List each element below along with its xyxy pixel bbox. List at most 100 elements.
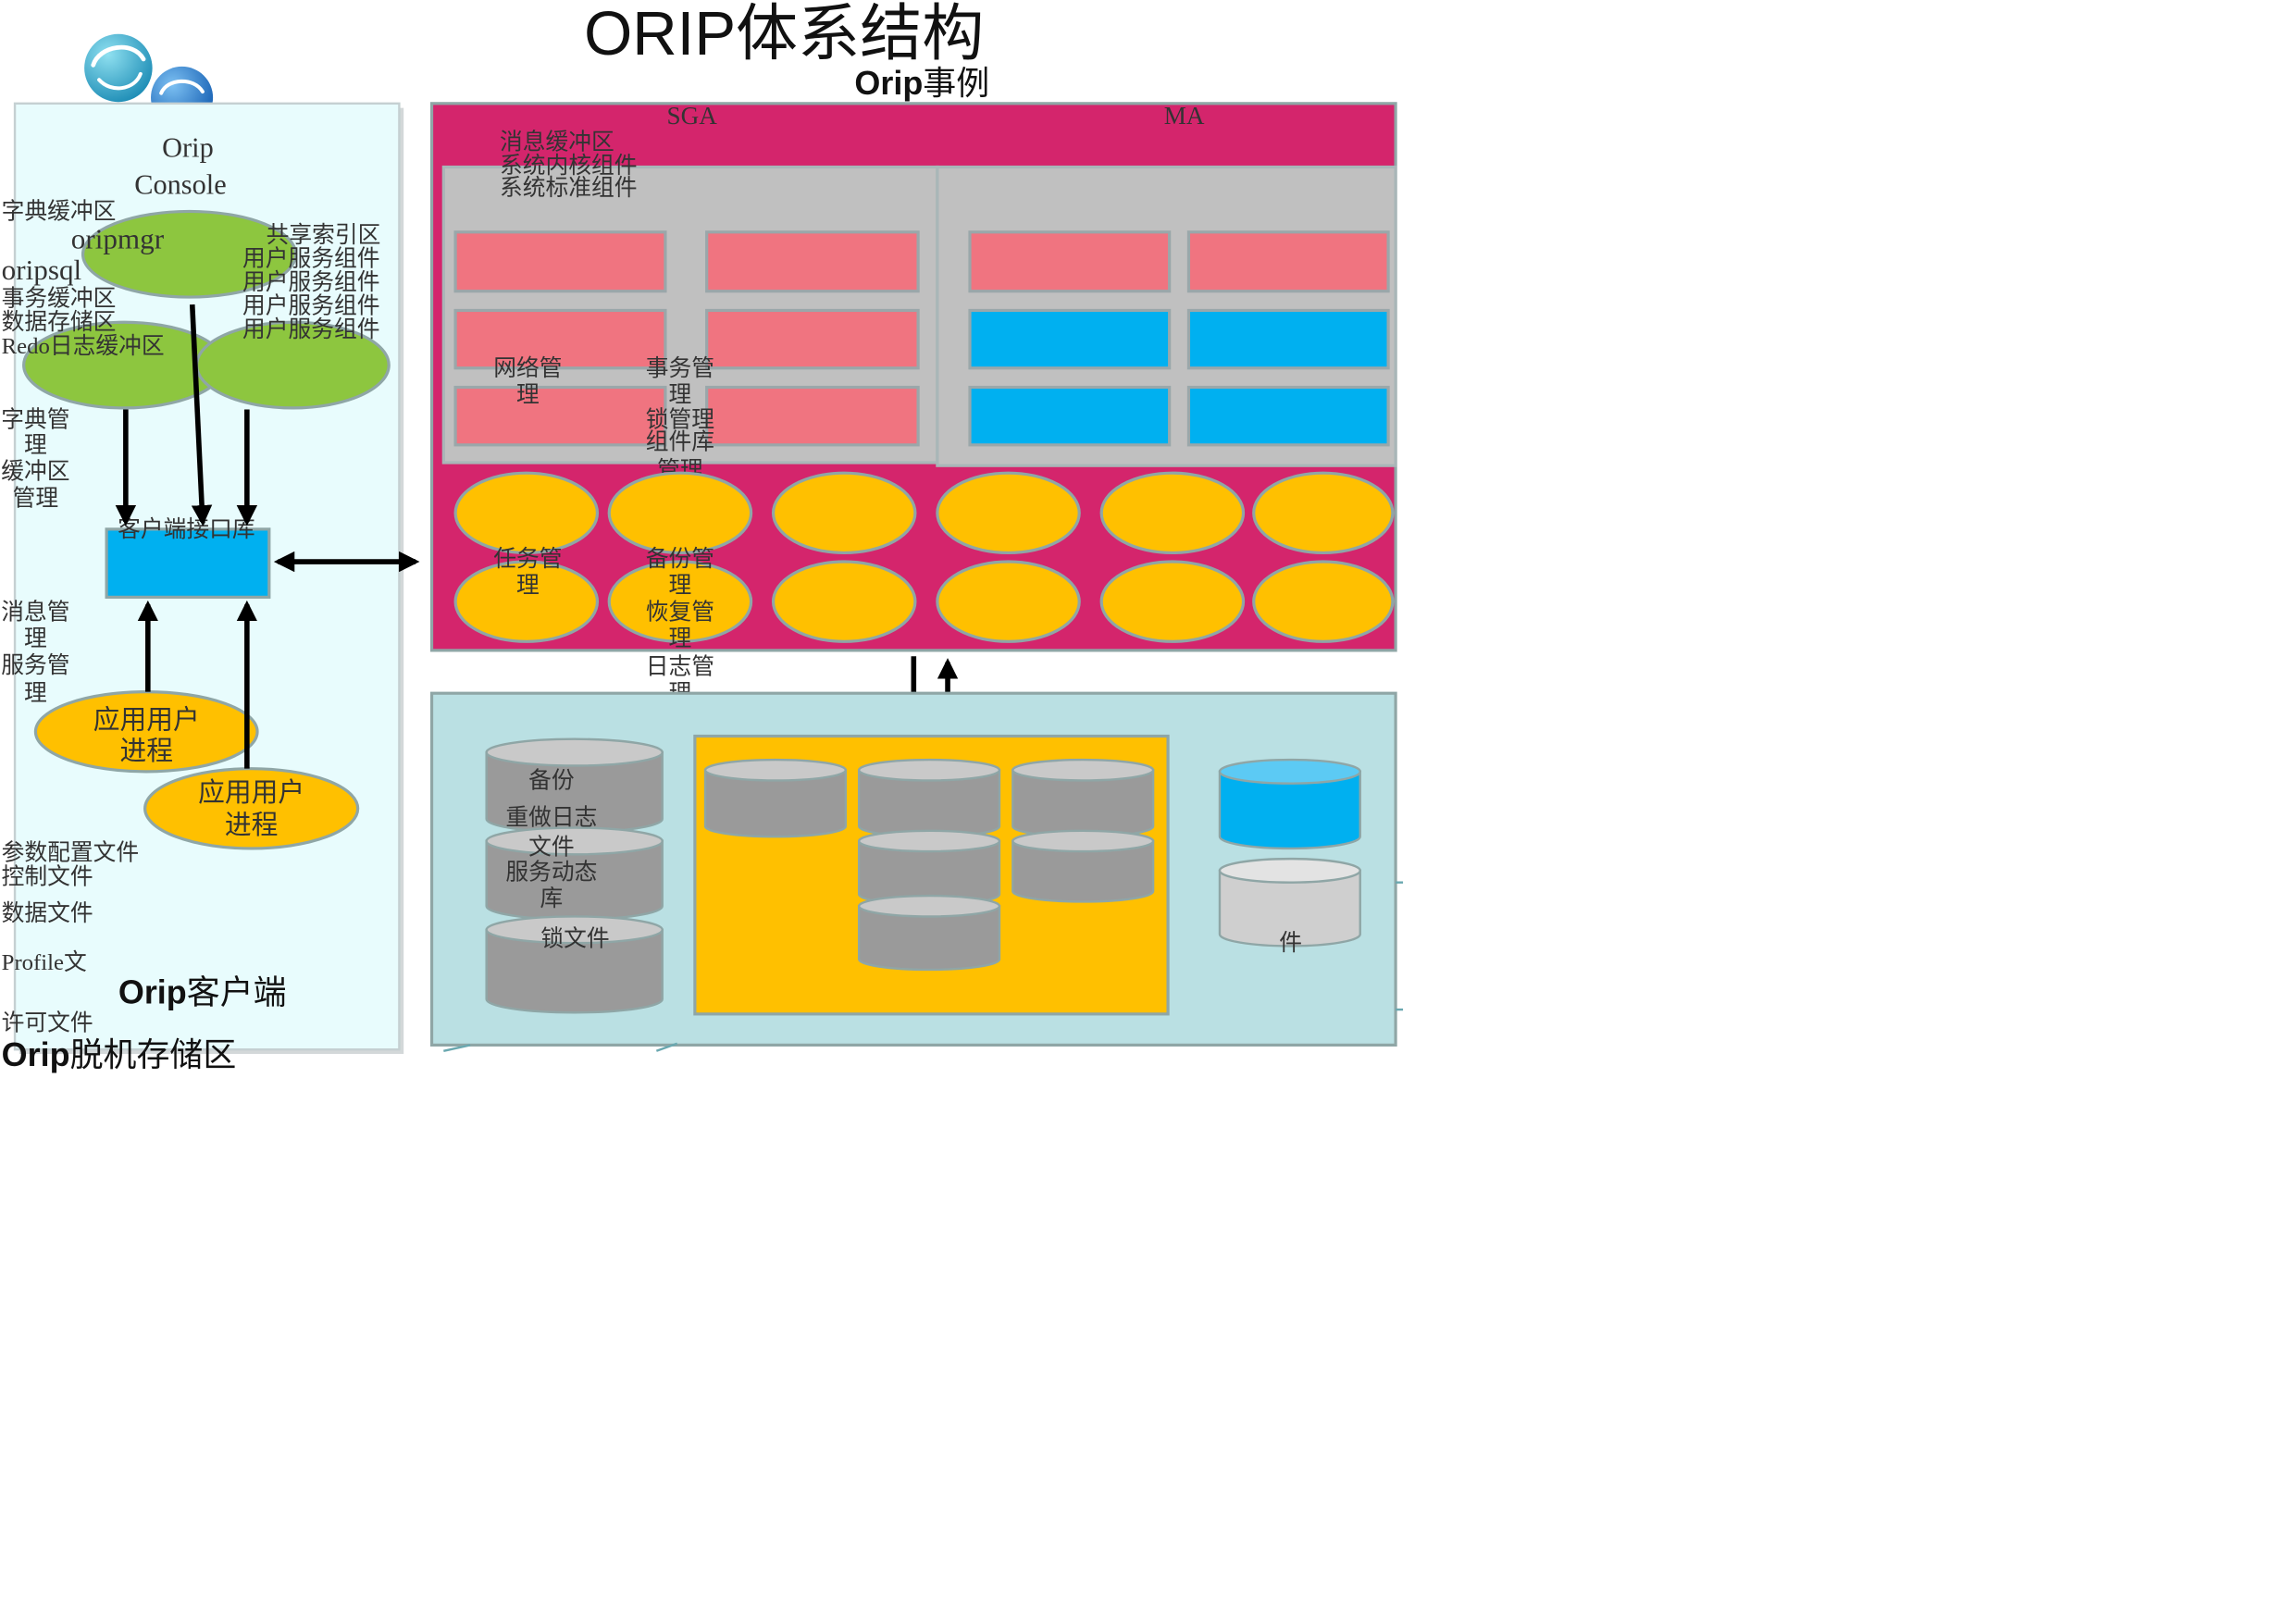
transaction-manager-label: 事务管 (646, 355, 714, 381)
datafile-cylinder (1011, 758, 1155, 838)
user-service-label: 用户服务组件 (242, 316, 380, 342)
client-panel-label-bold: Orip (118, 973, 187, 1011)
sga-block (453, 308, 667, 370)
ma-label: MA (1164, 102, 1205, 130)
user-service-label: 用户服务组件 (242, 246, 380, 272)
datafile-cylinder (703, 758, 848, 838)
user-process-a-label: 进程 (119, 737, 173, 766)
diagram-title: ORIP体系结构 (584, 0, 984, 68)
buffer-manager-label: 缓冲区 (1, 459, 69, 485)
service-lib-label: 库 (540, 886, 564, 911)
backup-manager-label: 备份管 (646, 546, 714, 572)
service-lib-label: 服务动态 (505, 859, 597, 885)
file-tail-label: 件 (1279, 930, 1302, 956)
offline-storage-label-rest: 脱机存储区 (70, 1036, 237, 1073)
client-interface-lib-label: 客户端接口库 (118, 516, 255, 542)
control-file-label: 控制文件 (2, 863, 93, 889)
recovery-manager-label: 理 (669, 626, 692, 651)
user-process-b-label: 进程 (225, 811, 279, 840)
backup-manager-label: 理 (669, 574, 692, 599)
datafile-cylinder (858, 829, 1001, 906)
client-interface-lib (105, 527, 271, 599)
sga-block (705, 385, 920, 447)
network-manager-label: 网络管 (493, 355, 562, 381)
task-manager-label: 理 (516, 574, 540, 599)
user-service-label: 用户服务组件 (242, 269, 380, 295)
service-manager-label: 理 (24, 681, 47, 706)
user-process-ellipse-b (143, 767, 360, 850)
offline-storage-label-bold: Orip (2, 1035, 70, 1073)
console-label-line2: Console (134, 168, 226, 200)
task-manager-label: 任务管 (493, 546, 562, 572)
process-ellipse-oripmgr (81, 209, 298, 299)
backup-file-label: 备份 (528, 767, 575, 793)
gray-file-cylinder (1218, 857, 1361, 948)
log-manager-label: 日志管 (646, 653, 714, 679)
msg-buffer-label: 消息缓冲区 (500, 129, 614, 155)
client-panel-label-rest: 客户端 (187, 974, 287, 1011)
ma-block (1186, 230, 1390, 293)
datafile-cylinder (1011, 829, 1155, 903)
manager-ellipse (771, 560, 917, 643)
stray-mark (655, 1042, 678, 1052)
ma-block (968, 308, 1172, 370)
manager-ellipse (1252, 471, 1395, 555)
manager-ellipse (771, 471, 917, 555)
message-manager-label: 消息管 (1, 599, 69, 625)
manager-ellipse (1252, 560, 1395, 643)
component-lib-manager-label: 组件库 (646, 429, 714, 455)
redo-buffer-label: Redo日志缓冲区 (2, 333, 165, 359)
transaction-manager-label: 理 (669, 383, 692, 408)
recovery-manager-label: 恢复管 (646, 599, 714, 625)
instance-title-bold: Orip (854, 64, 923, 102)
sga-block (453, 230, 667, 293)
user-process-a-label: 应用用户 (93, 706, 200, 736)
console-label-line1: Orip (162, 131, 214, 163)
data-file-label: 数据文件 (2, 900, 93, 926)
file-cylinder (485, 915, 664, 1014)
manager-ellipse (453, 560, 600, 643)
sga-block (453, 385, 667, 447)
dict-manager-label: 理 (24, 433, 47, 458)
manager-ellipse (1099, 560, 1246, 643)
param-config-file-label: 参数配置文件 (2, 840, 140, 866)
user-process-b-label: 应用用户 (198, 778, 304, 808)
manager-ellipse (936, 560, 1081, 643)
sga-block (705, 308, 920, 370)
buffer-manager-label: 管理 (13, 485, 59, 511)
client-panel-label: Orip客户端 (118, 973, 287, 1011)
oripmgr-label: oripmgr (71, 222, 165, 254)
message-manager-label: 理 (24, 626, 47, 651)
sga-label: SGA (667, 102, 718, 130)
manager-ellipse (1099, 471, 1246, 555)
ma-block (1186, 308, 1390, 370)
file-cylinder (485, 826, 664, 921)
dict-buffer-label: 字典缓冲区 (2, 198, 117, 224)
datafile-cylinder (858, 758, 1001, 838)
manager-ellipse (453, 471, 600, 555)
arrow-down (189, 304, 213, 527)
manager-ellipse (936, 471, 1081, 555)
instance-title-rest: 事例 (923, 65, 989, 102)
lock-manager-label: 锁管理 (646, 407, 714, 433)
redo-log-file-label: 重做日志 (505, 804, 597, 830)
standard-component-label: 系统标准组件 (500, 175, 638, 201)
redo-log-file-label: 文件 (528, 834, 575, 860)
user-service-label: 用户服务组件 (242, 293, 380, 319)
datafile-cylinder (858, 894, 1001, 972)
ma-block (1186, 385, 1390, 447)
manager-ellipse (607, 471, 753, 555)
data-store-label: 数据存储区 (2, 309, 117, 335)
offline-storage-label: Orip脱机存储区 (2, 1035, 237, 1073)
ma-block (968, 385, 1172, 447)
stray-mark (443, 1044, 471, 1052)
profile-file-label: Profile文 (2, 949, 87, 975)
sga-block (705, 230, 920, 293)
oripsql-label: oripsql (2, 254, 82, 286)
txn-buffer-label: 事务缓冲区 (2, 286, 117, 312)
kernel-component-label: 系统内核组件 (500, 153, 638, 179)
ma-block (968, 230, 1172, 293)
manager-ellipse (607, 560, 753, 643)
service-manager-label: 服务管 (1, 652, 69, 678)
